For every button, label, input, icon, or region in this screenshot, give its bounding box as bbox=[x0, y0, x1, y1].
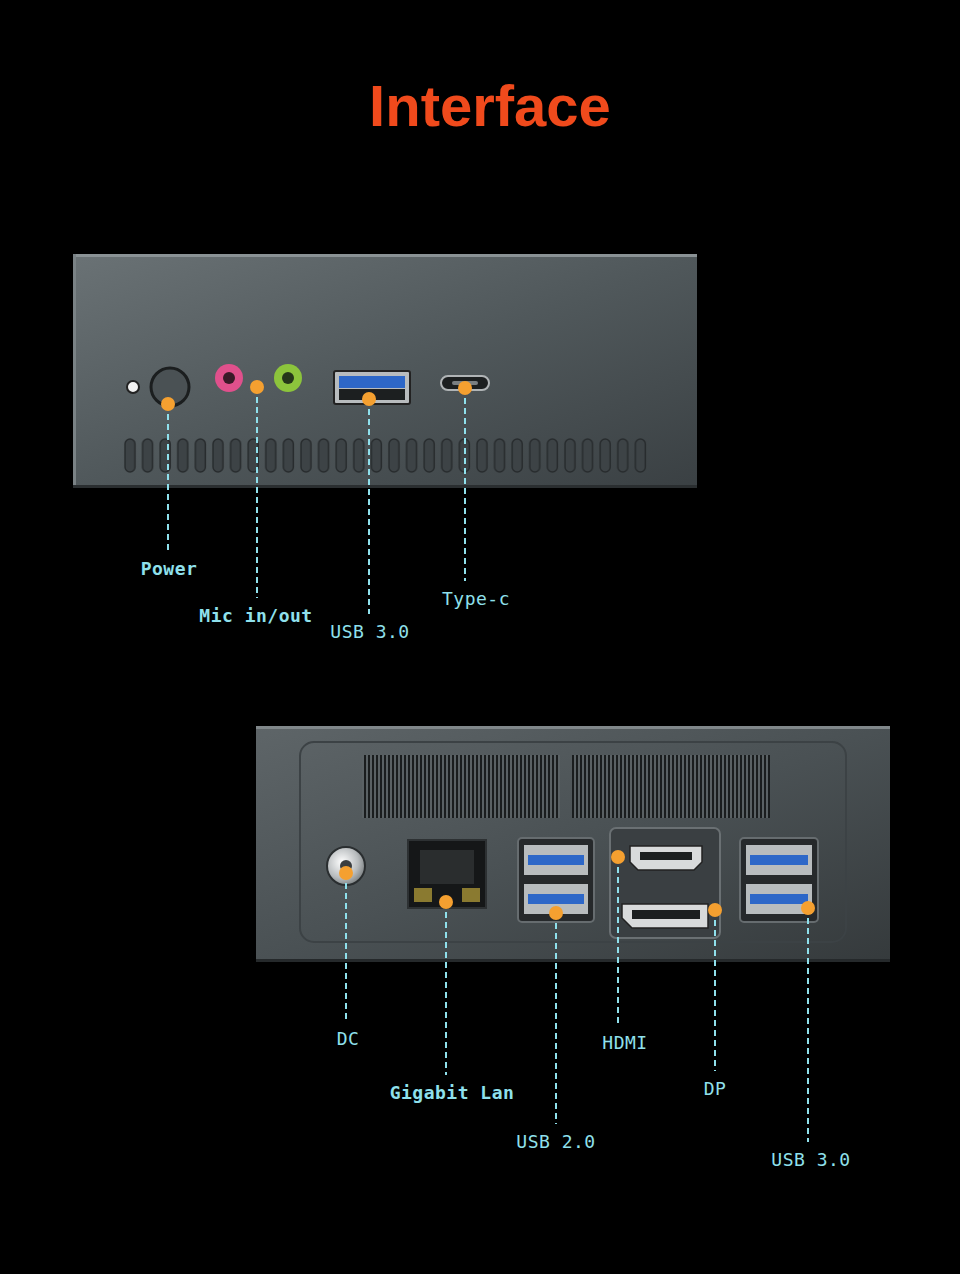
port-label: USB 2.0 bbox=[516, 1131, 595, 1152]
port-label: Type-c bbox=[442, 588, 510, 609]
leader-lines bbox=[168, 387, 808, 1142]
port-label: DC bbox=[337, 1028, 360, 1049]
port-label: USB 3.0 bbox=[330, 621, 409, 642]
page-title: Interface bbox=[369, 72, 611, 139]
port-label: Power bbox=[141, 558, 198, 579]
back-panel bbox=[256, 726, 890, 962]
port-label: HDMI bbox=[602, 1032, 647, 1053]
port-label: Mic in/out bbox=[199, 605, 312, 626]
port-label: DP bbox=[704, 1078, 727, 1099]
front-panel bbox=[73, 254, 697, 488]
port-label: Gigabit Lan bbox=[390, 1082, 515, 1103]
callout-dots bbox=[161, 380, 815, 920]
port-label: USB 3.0 bbox=[771, 1149, 850, 1170]
